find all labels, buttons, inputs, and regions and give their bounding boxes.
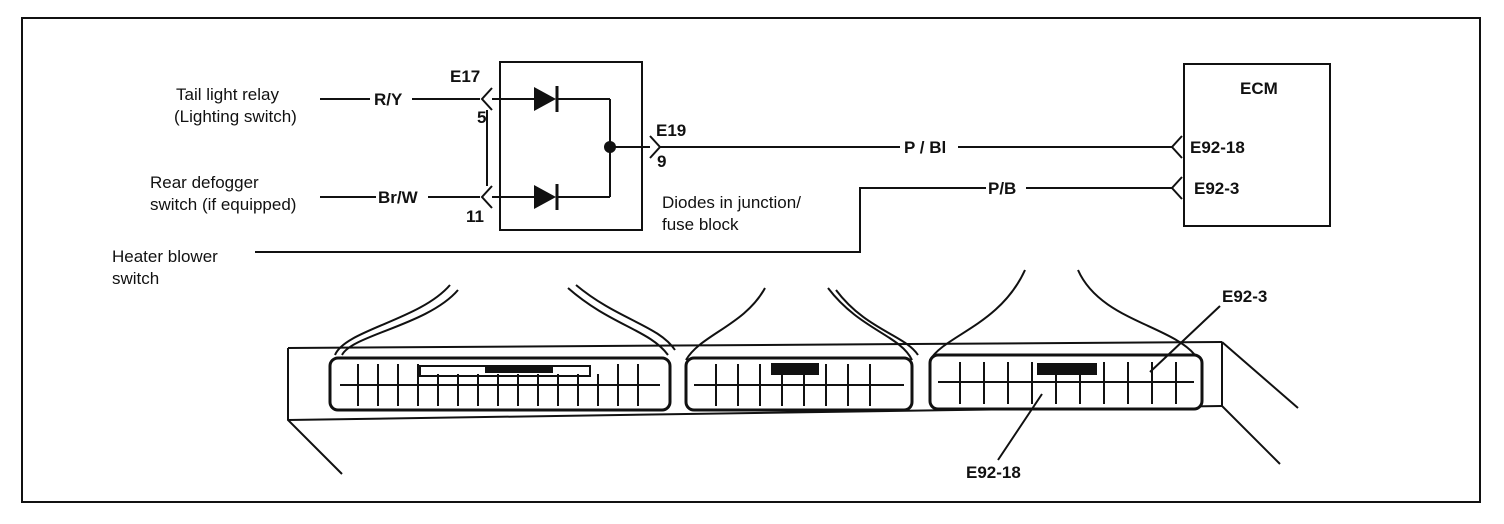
- ecm-pin-18-chevron: [1170, 135, 1183, 159]
- wire-ry-label: R/Y: [374, 90, 403, 109]
- diode-upper-icon: [534, 87, 556, 111]
- connector-e17-pin5: [480, 87, 493, 111]
- diode-lower-icon: [534, 185, 556, 209]
- wire-brw-label: Br/W: [378, 188, 419, 207]
- heater-blower-label: Heater blower: [112, 247, 218, 266]
- junction-block-sublabel: fuse block: [662, 215, 739, 234]
- tail-light-relay-label: Tail light relay: [176, 85, 279, 104]
- callout-e92-3: E92-3: [1222, 287, 1267, 306]
- diagram-frame: [21, 17, 1481, 503]
- pin-5-label: 5: [477, 108, 486, 127]
- ecm-pin-3-chevron: [1170, 176, 1183, 200]
- connector-e17-pin11: [480, 185, 493, 209]
- wire-pbl-label: P / Bl: [904, 138, 946, 157]
- wire-pb: [255, 187, 986, 253]
- wire-pb-label: P/B: [988, 179, 1016, 198]
- ecm-pin-3-label: E92-3: [1194, 179, 1239, 198]
- pin-11-label: 11: [466, 207, 484, 226]
- ecm-connector-illustration: [287, 269, 1299, 475]
- ecm-title: ECM: [1240, 79, 1278, 98]
- rear-defogger-sublabel: switch (if equipped): [150, 195, 296, 214]
- callout-e92-18: E92-18: [966, 463, 1021, 482]
- connector-e17-label: E17: [450, 67, 480, 86]
- junction-block-label: Diodes in junction/: [662, 193, 801, 212]
- ecm-pin-18-label: E92-18: [1190, 138, 1245, 157]
- rear-defogger-label: Rear defogger: [150, 173, 259, 192]
- tail-light-relay-sublabel: (Lighting switch): [174, 107, 297, 126]
- heater-blower-sublabel: switch: [112, 269, 159, 288]
- pin-9-label: 9: [657, 152, 666, 171]
- connector-e19-label: E19: [656, 121, 686, 140]
- ecm-box: [1183, 63, 1331, 227]
